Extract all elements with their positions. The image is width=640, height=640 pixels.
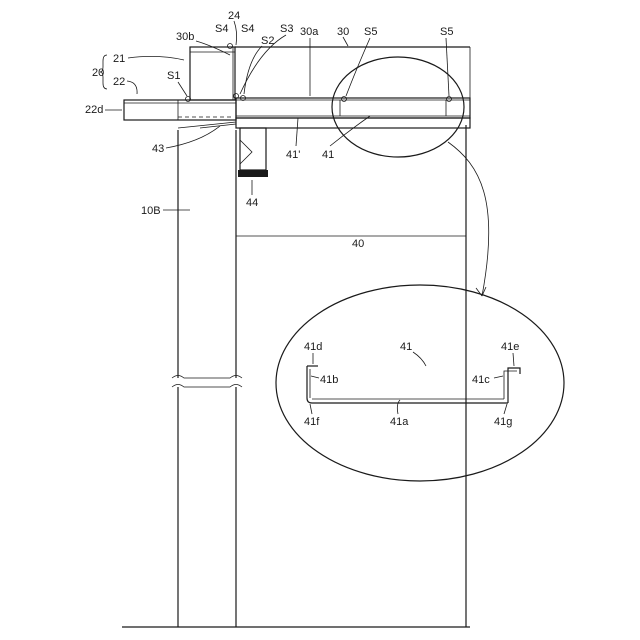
label-22: 22 <box>113 76 125 88</box>
detail-ellipse-small <box>332 57 464 157</box>
label-44: 44 <box>246 197 258 209</box>
detail-label-41: 41 <box>400 341 412 353</box>
bracket-43 <box>178 122 236 128</box>
detail-label-41g: 41g <box>494 416 512 428</box>
upper-box-21 <box>190 47 235 100</box>
labels: 20 21 22 22d 30b 24 S4 S4 S2 S3 30a 30 S… <box>85 10 519 428</box>
detail-label-41f: 41f <box>304 416 320 428</box>
detail-connector <box>448 142 489 296</box>
label-s4-b: S4 <box>241 23 254 35</box>
label-s4-a: S4 <box>215 23 228 35</box>
left-beam-22 <box>124 100 236 120</box>
label-24: 24 <box>228 10 240 22</box>
column-10b <box>172 130 242 627</box>
main-beam <box>236 98 470 128</box>
detail-label-41d: 41d <box>304 341 322 353</box>
label-10b: 10B <box>141 205 161 217</box>
label-30: 30 <box>337 26 349 38</box>
detail-label-41b: 41b <box>320 374 338 386</box>
label-30b: 30b <box>176 31 194 43</box>
label-41-prime: 41' <box>286 149 300 161</box>
fixture-44 <box>238 128 268 177</box>
label-40: 40 <box>352 238 364 250</box>
label-21: 21 <box>113 53 125 65</box>
label-43: 43 <box>152 143 164 155</box>
label-22d: 22d <box>85 104 103 116</box>
detail-label-41a: 41a <box>390 416 409 428</box>
label-s5-a: S5 <box>364 26 377 38</box>
label-s5-b: S5 <box>440 26 453 38</box>
detail-label-41c: 41c <box>472 374 490 386</box>
detail-label-41e: 41e <box>501 341 519 353</box>
label-30a: 30a <box>300 26 319 38</box>
label-s1: S1 <box>167 70 180 82</box>
label-s3: S3 <box>280 23 293 35</box>
roof-30 <box>235 47 470 98</box>
label-41: 41 <box>322 149 334 161</box>
